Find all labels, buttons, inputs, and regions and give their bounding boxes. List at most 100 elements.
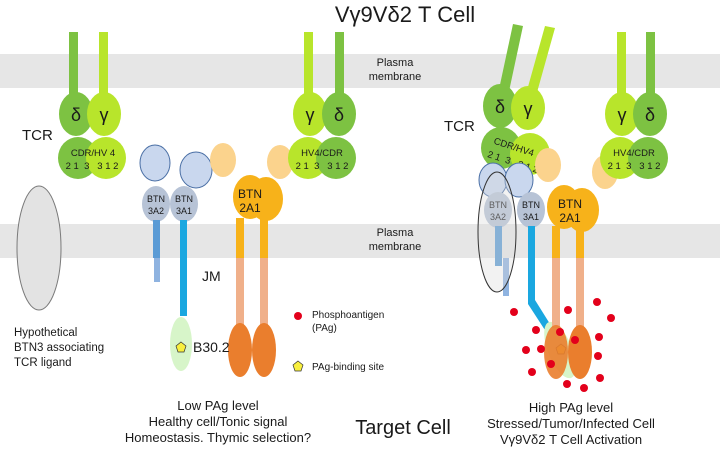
target-cell-membrane xyxy=(0,224,720,258)
right-caption-3: Vγ9Vδ2 T Cell Activation xyxy=(500,432,642,447)
btn3a2-c-domain xyxy=(142,186,170,222)
act-btn2a1-b302-right xyxy=(568,325,592,379)
pag-dot xyxy=(556,328,564,336)
tcr-act-delta-stalk xyxy=(498,24,523,96)
tcr-act-gamma-stalk xyxy=(526,26,555,96)
tcr-middle-delta-stalk xyxy=(335,32,344,100)
tcr-right-delta-domain xyxy=(633,92,667,136)
pag-dot xyxy=(532,326,540,334)
btn3a1-c-domain xyxy=(170,186,198,222)
btn2a1-b302-left xyxy=(228,323,252,377)
btn3a2-label-1: BTN xyxy=(147,194,165,204)
tcr-left: δ γ CDR/HV 4 2 1 3 3 1 2 xyxy=(58,32,126,179)
tcr-act-gamma-label: γ xyxy=(524,99,533,119)
t-cell-membrane xyxy=(0,54,720,88)
act-btn3a1-stalk xyxy=(528,226,560,344)
legend-site-icon xyxy=(292,360,304,372)
btn2a1-v-domain-right xyxy=(267,145,293,179)
act-btn3a1-label-1: BTN xyxy=(522,200,540,210)
tcr-right: γ δ HV4/CDR 2 1 3 3 1 2 xyxy=(600,32,668,179)
tcr-middle-gamma-label: γ xyxy=(306,105,315,125)
ligand-label-2: BTN3 associating xyxy=(14,342,104,354)
tcr-left-delta-v xyxy=(58,137,98,179)
btn3a2-label-2: 3A2 xyxy=(148,206,164,216)
membrane-label-top-1: Plasma xyxy=(377,57,415,69)
btn2a1-label-1: BTN xyxy=(238,187,262,201)
tcr-right-cdr-label: HV4/CDR xyxy=(613,148,655,159)
act-btn3a1-v-domain xyxy=(504,162,534,198)
btn2a1-tail-left xyxy=(236,258,244,330)
tcr-right-gamma-v xyxy=(600,137,640,179)
tcr-middle-cdr-numbers: 2 1 3 3 1 2 xyxy=(296,161,349,172)
act-btn3a2-label-1: BTN xyxy=(489,200,507,210)
pag-dot xyxy=(596,374,604,382)
pag-dot xyxy=(594,352,602,360)
act-btn2a1-v-domain-left xyxy=(535,148,561,182)
tcr-right-gamma-label: γ xyxy=(618,105,627,125)
act-btn2a1-label-1: BTN xyxy=(558,197,582,211)
act-btn3a1-label-2: 3A1 xyxy=(523,212,539,222)
btn2a1-v-domain-left xyxy=(210,143,236,177)
act-btn3a2-stalk xyxy=(495,226,502,266)
legend-site-label: PAg-binding site xyxy=(312,362,385,373)
pag-dot xyxy=(510,308,518,316)
pag-dots xyxy=(510,298,615,392)
tcr-right-delta-label: δ xyxy=(645,105,655,125)
tcr-right-gamma-stalk xyxy=(617,32,626,100)
tcr-left-delta-stalk xyxy=(69,32,78,100)
pag-dot xyxy=(580,384,588,392)
tcr-act-delta-label: δ xyxy=(495,97,505,117)
left-caption-3: Homeostasis. Thymic selection? xyxy=(125,430,311,445)
btn2a1-tail-right xyxy=(260,258,268,330)
act-btn2a1-b302-left xyxy=(544,325,568,379)
tcr-left-gamma-v xyxy=(86,137,126,179)
btn3a2-tail xyxy=(154,258,160,282)
btn-complex-activated: BTN 3A2 BTN 3A1 BTN 2A1 xyxy=(477,148,618,379)
left-caption-2: Healthy cell/Tonic signal xyxy=(149,414,288,429)
act-btn2a1-stalk-left xyxy=(552,226,560,258)
act-btn2a1-c-domain-right xyxy=(565,188,599,232)
btn2a1-stalk-left xyxy=(236,218,244,258)
act-btn2a1-stalk-right xyxy=(576,226,584,258)
left-caption-1: Low PAg level xyxy=(177,398,259,413)
tcr-middle-delta-domain xyxy=(322,92,356,136)
act-btn3a1-c-domain xyxy=(517,192,545,228)
title: Vγ9Vδ2 T Cell xyxy=(335,2,475,27)
btn3a2-stalk xyxy=(153,220,160,258)
tcr-middle-gamma-stalk xyxy=(304,32,313,100)
tcr-middle-gamma-domain xyxy=(293,92,327,136)
pag-dot xyxy=(528,368,536,376)
tcr-left-gamma-stalk xyxy=(99,32,108,100)
tcr-left-cdr-numbers: 2 1 3 3 1 2 xyxy=(66,161,119,172)
tcr-right-cdr-numbers: 2 1 3 3 1 2 xyxy=(608,161,661,172)
tcr-act-delta-domain xyxy=(483,84,517,128)
act-btn2a1-label-2: 2A1 xyxy=(559,211,581,225)
target-cell-label: Target Cell xyxy=(355,417,451,439)
act-hypothetical-ligand xyxy=(477,171,517,293)
act-btn3a2-tail xyxy=(503,258,509,296)
btn-complex-left: BTN 3A2 BTN 3A1 BTN 2A1 xyxy=(139,143,293,377)
tcr-right-delta-v xyxy=(628,137,668,179)
btn2a1-stalk-right xyxy=(260,218,268,258)
btn3a1-label-2: 3A1 xyxy=(176,206,192,216)
act-btn3a2-c-domain xyxy=(484,192,512,228)
tcr-right-delta-stalk xyxy=(646,32,655,100)
tcr-left-cdr-label: CDR/HV 4 xyxy=(71,148,115,159)
legend-pag-label-2: (PAg) xyxy=(312,323,337,334)
tcr-right-gamma-domain xyxy=(605,92,639,136)
tcr-left-delta-domain xyxy=(59,92,93,136)
pag-binding-site-left xyxy=(175,341,187,353)
pag-dot xyxy=(522,346,530,354)
tcr-middle-cdr-label: HV4/CDR xyxy=(301,148,343,159)
act-btn2a1-tail-right xyxy=(576,258,584,328)
pag-dot xyxy=(564,306,572,314)
jm-label: JM xyxy=(202,268,221,284)
act-btn2a1-tail-left xyxy=(552,258,560,328)
hypothetical-ligand xyxy=(16,185,62,311)
btn2a1-c-domain-right xyxy=(249,177,283,221)
legend-pag-label-1: Phosphoantigen xyxy=(312,310,384,321)
btn2a1-b302-right xyxy=(252,323,276,377)
pag-dot xyxy=(563,380,571,388)
tcr-middle-gamma-v xyxy=(288,137,328,179)
